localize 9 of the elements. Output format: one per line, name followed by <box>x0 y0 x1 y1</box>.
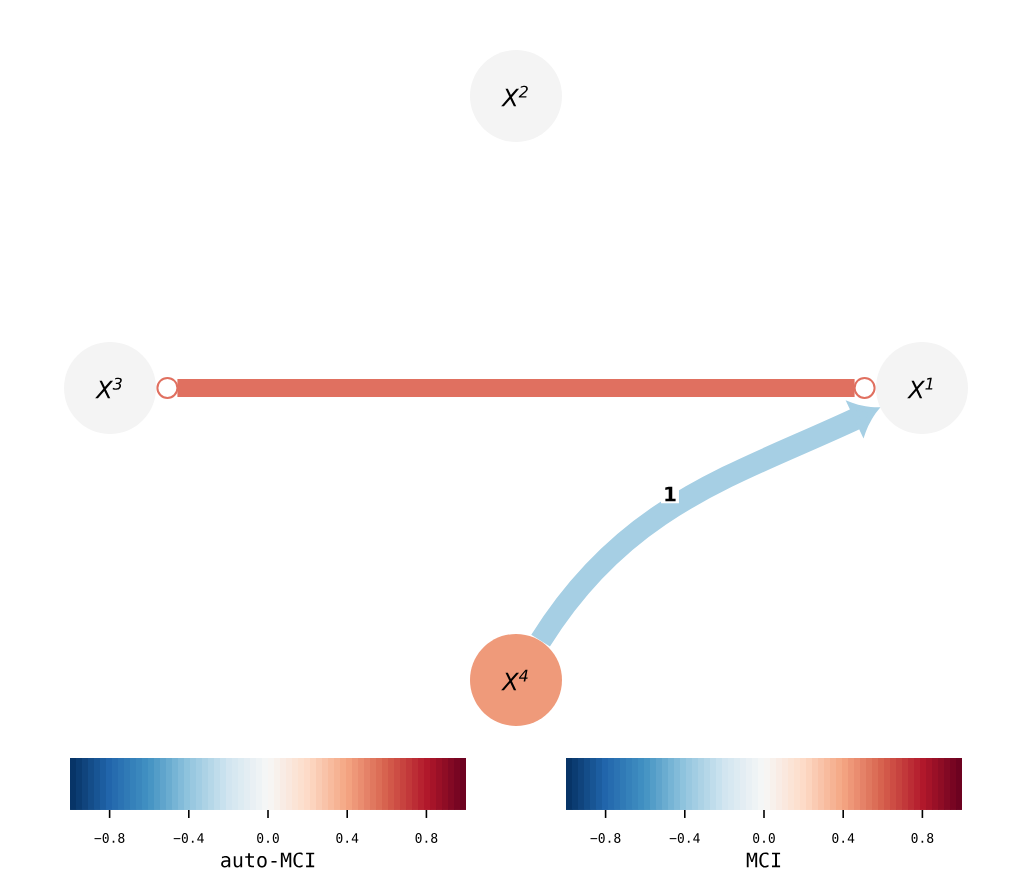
colorbar-title: auto-MCI <box>221 852 315 868</box>
variable-node: X$^{2}$ <box>470 50 562 142</box>
colorbar-title: MCI <box>746 852 781 868</box>
arrow <box>156 377 876 399</box>
variable-node: X$^{3}$ <box>64 342 156 434</box>
variable-node: X$^{1}$ <box>876 342 968 434</box>
arrow <box>531 402 878 647</box>
edge-label: 1 <box>661 484 679 504</box>
variable-node: X$^{4}$ <box>470 634 562 726</box>
